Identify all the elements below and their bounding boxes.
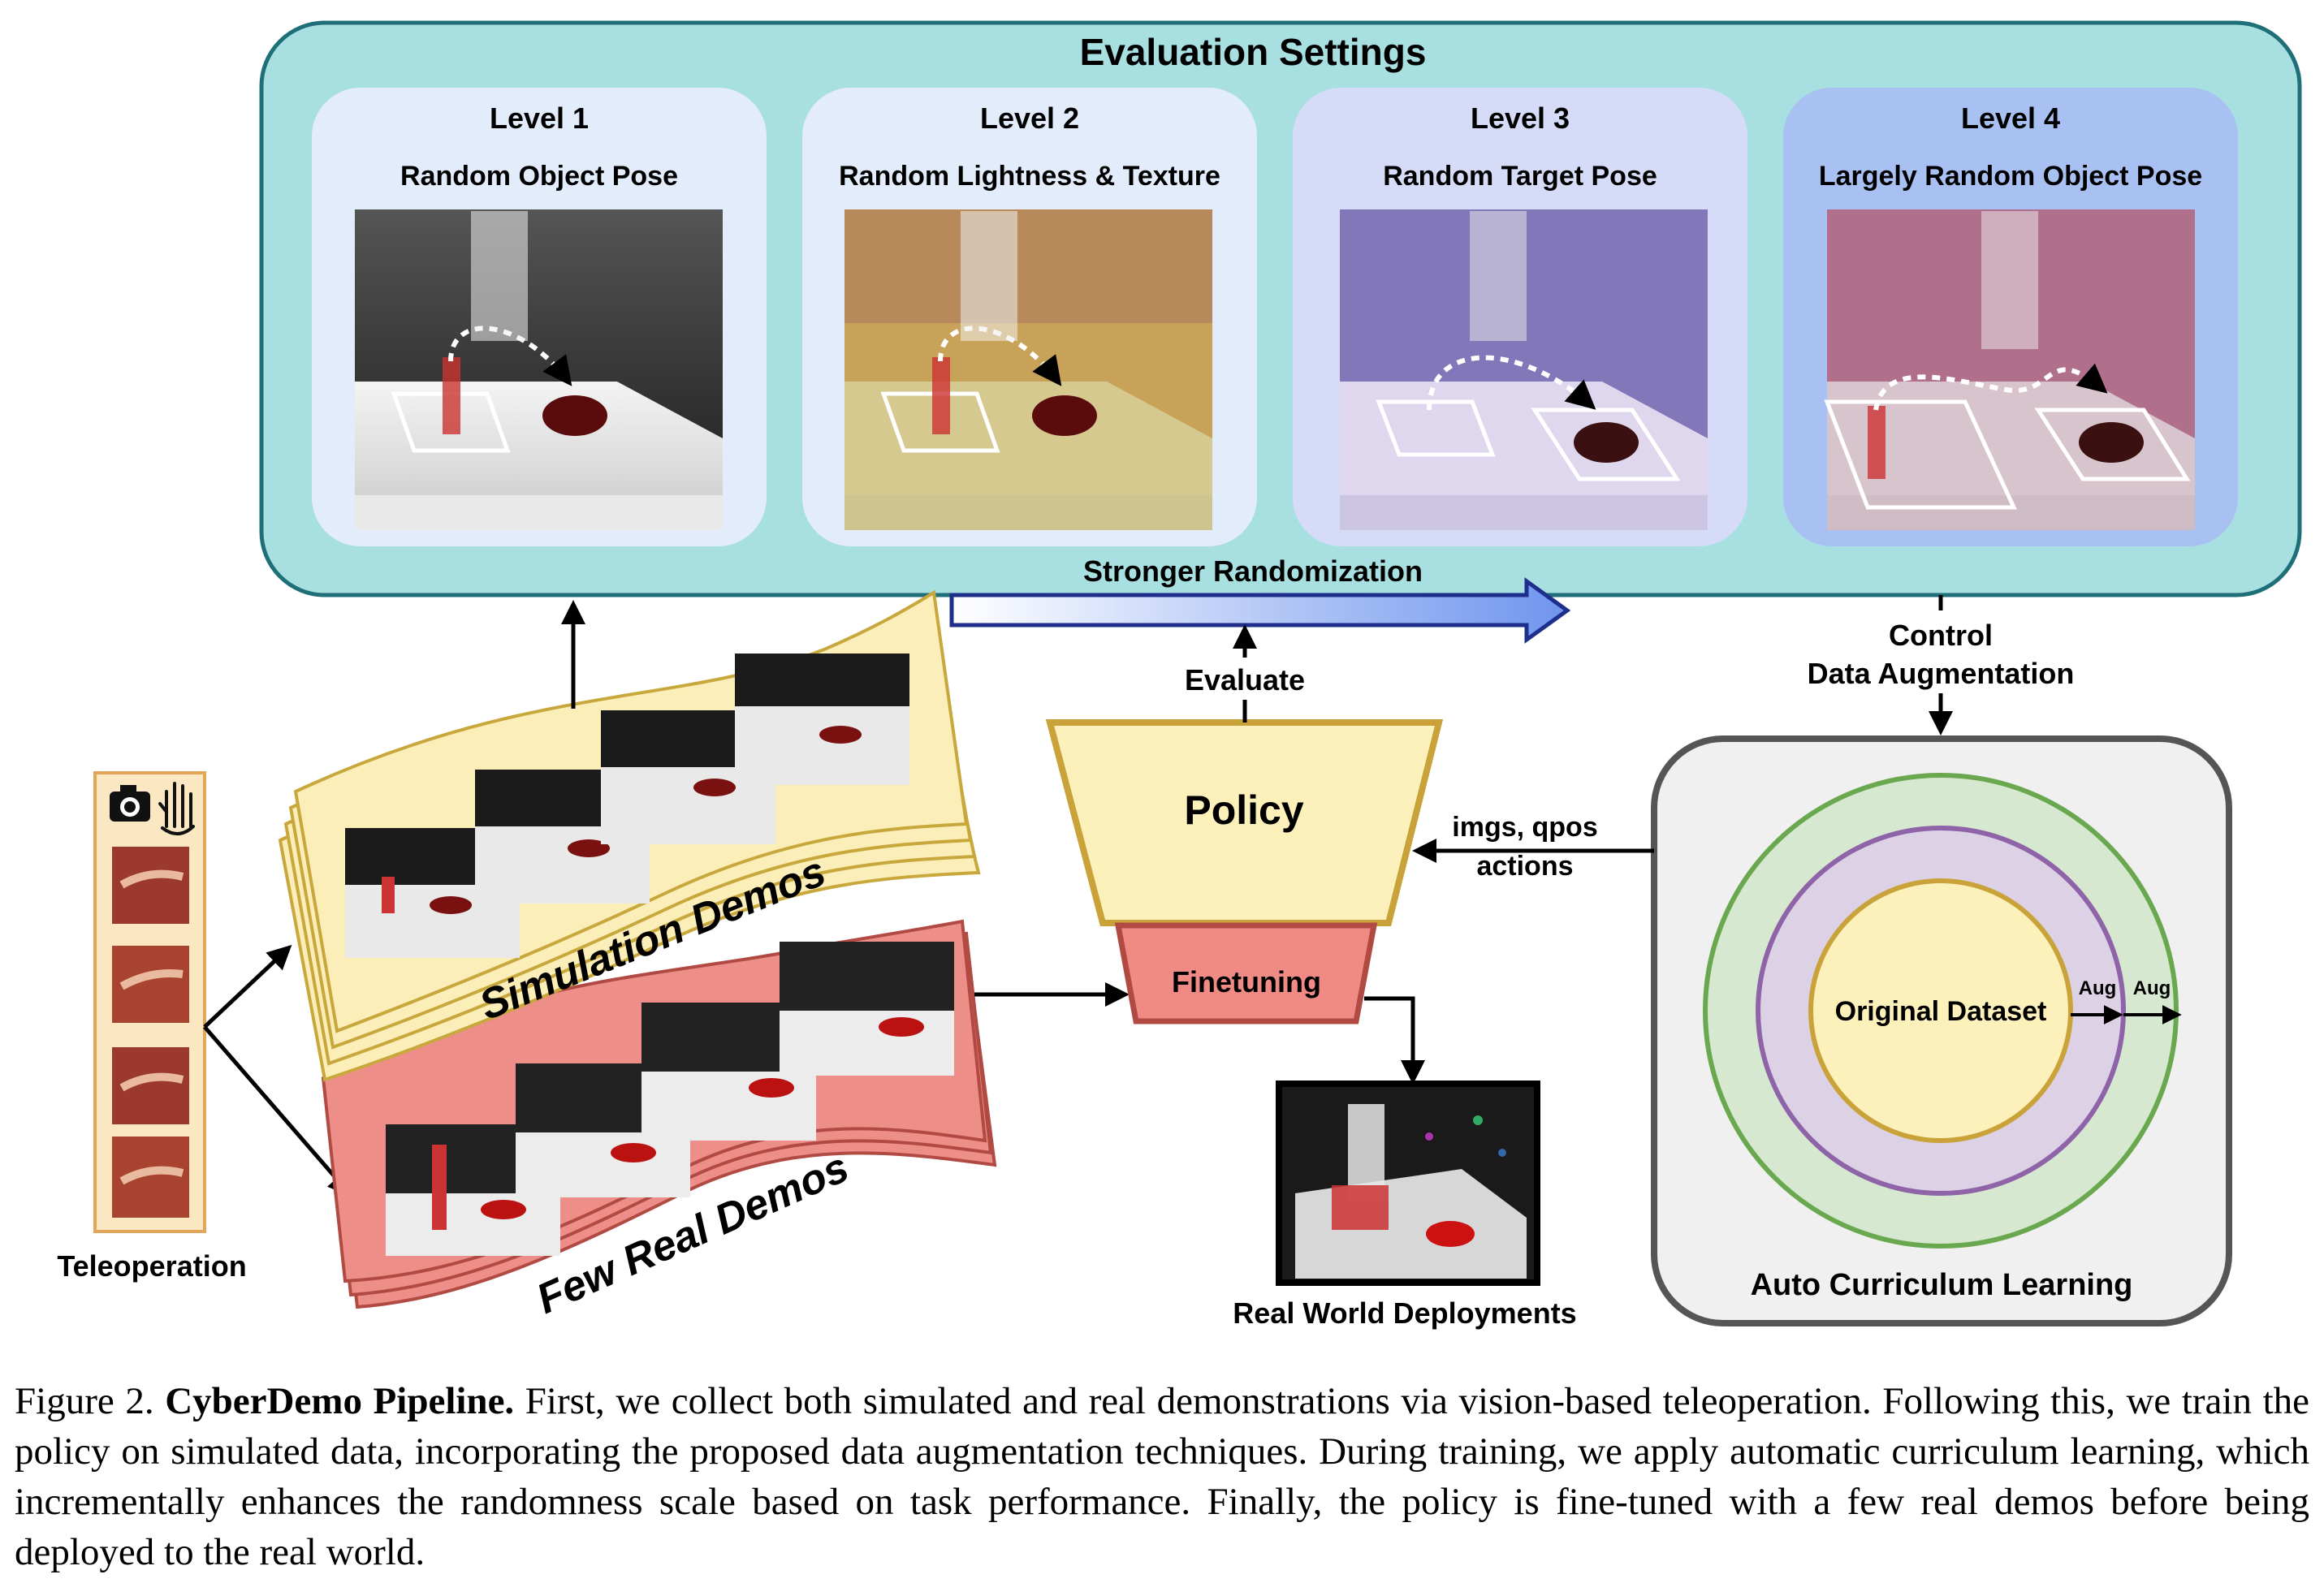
caption-text: First, we collect both simulated and rea… — [15, 1380, 2310, 1573]
original-dataset-label: Original Dataset — [1835, 996, 2047, 1027]
auto-curriculum-panel: Original Dataset Aug Aug Auto Curriculum… — [1651, 735, 2232, 1326]
level-2-card: Level 2 Random Lightness & Texture — [802, 88, 1257, 546]
level-4-card: Level 4 Largely Random Object Pose — [1783, 88, 2238, 546]
real-world-label: Real World Deployments — [1233, 1296, 1576, 1330]
evaluation-title: Evaluation Settings — [1080, 31, 1427, 73]
teleoperation-label: Teleoperation — [57, 1249, 246, 1283]
level-1-card: Level 1 Random Object Pose — [312, 88, 767, 546]
level-1-subtitle: Random Object Pose — [400, 161, 678, 192]
caption-figure-number: Figure 2. — [15, 1380, 154, 1422]
evaluate-label: Evaluate — [1185, 663, 1305, 697]
level-2-title: Level 2 — [980, 101, 1079, 135]
level-2-image — [845, 209, 1212, 530]
data-augmentation-label: Data Augmentation — [1808, 657, 2075, 690]
control-label: Control — [1889, 619, 1993, 652]
level-2-subtitle: Random Lightness & Texture — [839, 161, 1220, 192]
level-1-title: Level 1 — [490, 101, 589, 135]
policy-block: Policy Finetuning — [1045, 719, 1444, 1024]
aug-label-1: Aug — [2079, 977, 2117, 999]
auto-curriculum-label: Auto Curriculum Learning — [1751, 1268, 2133, 1302]
original-dataset-circle — [1808, 878, 2073, 1143]
arrow-teleop-to-sim — [203, 944, 292, 1029]
level-3-title: Level 3 — [1471, 101, 1570, 135]
inputs-label-line2: actions — [1476, 851, 1573, 882]
arrow-finetuning-to-deployment — [1364, 996, 1425, 1085]
teleoperation-panel: Teleoperation — [57, 771, 247, 1283]
level-1-image — [355, 209, 723, 530]
stronger-randomization-label: Stronger Randomization — [1083, 554, 1423, 588]
caption-title: CyberDemo Pipeline. — [165, 1380, 515, 1422]
simulation-demos-stack: Simulation Demos — [278, 589, 981, 1082]
hand-icon — [158, 782, 195, 835]
level-3-image — [1340, 209, 1708, 530]
aug-label-2: Aug — [2133, 977, 2171, 999]
camera-icon — [110, 785, 150, 822]
stronger-randomization-arrow: Stronger Randomization — [949, 554, 1571, 644]
level-3-subtitle: Random Target Pose — [1383, 161, 1657, 192]
real-world-deployment: Real World Deployments — [1233, 1080, 1577, 1330]
arrow-teleop-to-real — [203, 1025, 352, 1197]
level-4-title: Level 4 — [1961, 101, 2060, 135]
level-4-image — [1824, 209, 2195, 530]
policy-label: Policy — [1184, 787, 1303, 833]
inputs-label-line1: imgs, qpos — [1452, 812, 1597, 843]
finetuning-label: Finetuning — [1172, 965, 1321, 999]
level-3-card: Level 3 Random Target Pose — [1293, 88, 1747, 546]
figure-caption: Figure 2. CyberDemo Pipeline. First, we … — [15, 1376, 2309, 1577]
evaluation-settings-panel: Evaluation Settings Level 1 Random Objec… — [259, 20, 2302, 644]
level-4-subtitle: Largely Random Object Pose — [1819, 161, 2202, 192]
